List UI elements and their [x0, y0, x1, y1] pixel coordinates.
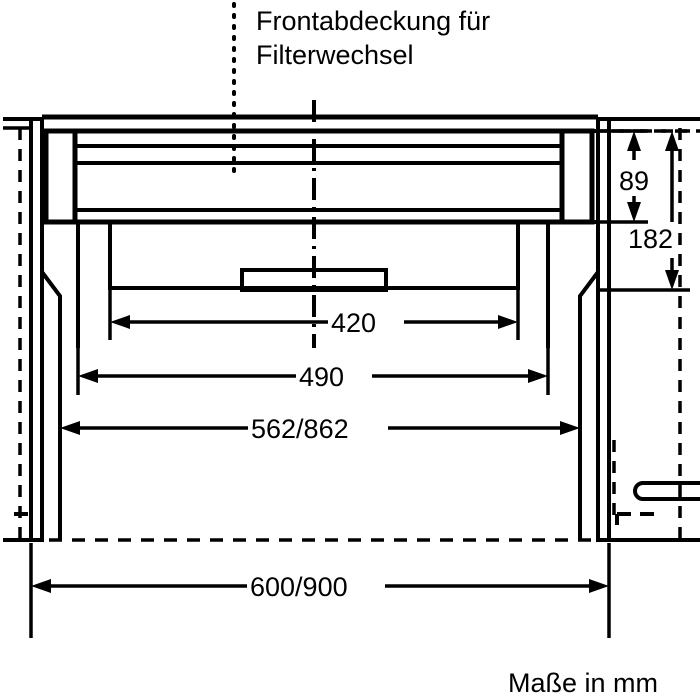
title-line-2: Filterwechsel	[256, 40, 414, 70]
dimension-562-862: 562/862	[58, 396, 582, 448]
title-annotation: Frontabdeckung für Filterwechsel	[232, 2, 490, 178]
cabinet-outline-left	[3, 117, 44, 540]
dim600-arrow-left	[31, 579, 51, 593]
dimension-420: 420	[108, 290, 520, 340]
rounded-slot-shape	[633, 481, 700, 501]
dim600-arrow-right	[589, 579, 609, 593]
dim562-arrow-right	[560, 421, 580, 435]
right-angled-transition	[578, 270, 600, 540]
dimension-490: 490	[76, 348, 550, 395]
dim89-arrow-top	[627, 131, 641, 151]
dim490-arrow-right	[528, 369, 548, 383]
dim182-arrow-bottom	[665, 270, 679, 290]
dim562-arrow-left	[60, 421, 80, 435]
units-note: Maße in mm	[508, 668, 658, 698]
dimension-182: 182	[598, 129, 690, 292]
housing-body	[40, 220, 600, 540]
floor-line-group	[3, 512, 700, 542]
dim600-label: 600/900	[250, 572, 348, 602]
dim420-label: 420	[331, 308, 376, 338]
left-angled-transition	[40, 270, 62, 540]
dim89-label: 89	[619, 166, 649, 196]
dim420-arrow-left	[110, 315, 130, 329]
right-slot-detail	[612, 440, 700, 520]
dim89-arrow-bottom	[627, 202, 641, 222]
dimension-600-900: 600/900	[29, 543, 611, 638]
center-tab-rectangle	[240, 268, 388, 292]
dim182-label: 182	[628, 224, 673, 254]
dim182-arrow-top	[665, 131, 679, 151]
dim562-label: 562/862	[251, 414, 349, 444]
title-line-1: Frontabdeckung für	[256, 6, 490, 36]
dim490-arrow-left	[78, 369, 98, 383]
dim490-label: 490	[299, 362, 344, 392]
dim420-arrow-right	[498, 315, 518, 329]
